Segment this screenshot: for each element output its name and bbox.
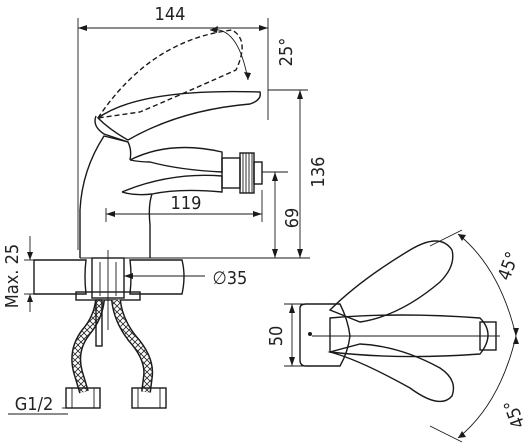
dimension-height-total: 136 bbox=[268, 89, 329, 258]
countertop-section bbox=[33, 250, 185, 330]
dimension-label-119: 119 bbox=[171, 193, 202, 214]
faucet-side-view bbox=[79, 90, 263, 259]
dimension-label-136: 136 bbox=[308, 157, 329, 188]
dimension-label-g12: G1/2 bbox=[15, 394, 54, 415]
dimension-spout-reach: 119 bbox=[105, 190, 263, 222]
dimension-body-width: 50 bbox=[266, 303, 304, 367]
dimension-label-45deg-upper: 45° bbox=[494, 249, 524, 283]
dimension-label-144: 144 bbox=[155, 4, 186, 25]
dimension-spout-height: 69 bbox=[150, 171, 310, 259]
dimension-label-50: 50 bbox=[266, 326, 287, 347]
dimension-hole-diameter: ∅35 bbox=[124, 268, 247, 289]
lever-raised-outline bbox=[96, 29, 243, 119]
faucet-top-view bbox=[299, 240, 500, 403]
dimension-angle-lever: 25° bbox=[209, 26, 297, 81]
dimension-label-25deg: 25° bbox=[276, 38, 297, 67]
dimension-label-diameter35: ∅35 bbox=[213, 268, 248, 289]
dimension-max-thickness: Max. 25 bbox=[2, 236, 38, 312]
thread-label: G1/2 bbox=[8, 394, 68, 415]
dimension-label-45deg-lower: 45° bbox=[500, 397, 530, 431]
dimension-label-max25: Max. 25 bbox=[2, 244, 23, 308]
dimension-width-total: 144 bbox=[77, 4, 269, 250]
dimension-label-69: 69 bbox=[282, 208, 303, 229]
flexible-hoses bbox=[65, 299, 167, 409]
